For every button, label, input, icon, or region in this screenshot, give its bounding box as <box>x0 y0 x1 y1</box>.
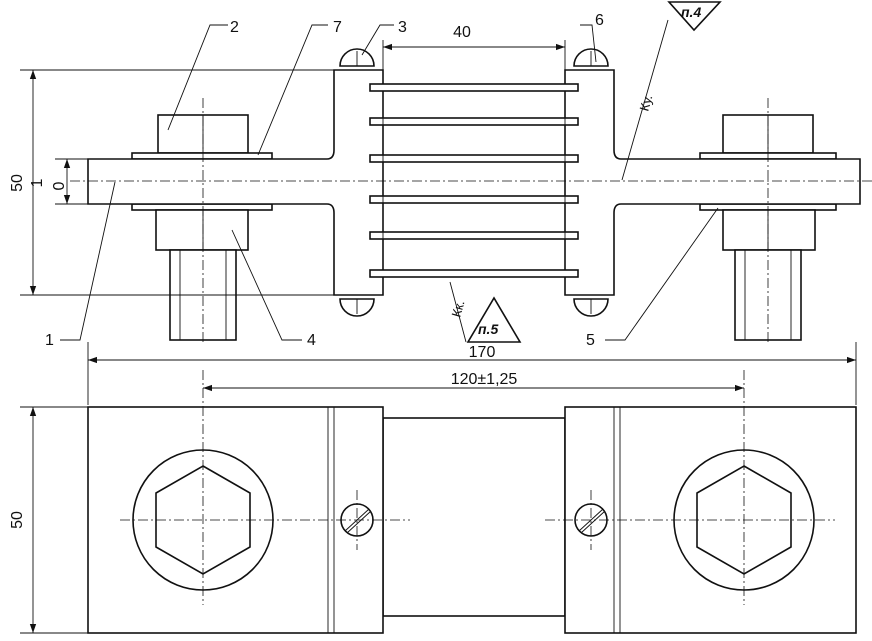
note-p4-triangle <box>667 1 722 32</box>
dim-small-0: 0 <box>51 181 68 190</box>
right-nut <box>722 209 816 251</box>
note-ku: Ку. <box>636 93 655 113</box>
callout-5: 5 <box>586 332 595 349</box>
callout-3: 3 <box>398 19 407 36</box>
callout-1: 1 <box>45 332 54 349</box>
left-washer-bottom <box>131 203 273 211</box>
left-terminal <box>87 69 384 296</box>
dim-120: 120±1,25 <box>451 371 518 388</box>
left-nut <box>155 209 249 251</box>
right-terminal <box>564 69 861 296</box>
note-p5-triangle <box>466 296 522 343</box>
callout-2: 2 <box>230 19 239 36</box>
left-washer-top <box>131 152 273 160</box>
plate-pack-plan <box>382 417 566 617</box>
shunt-plates <box>369 83 579 278</box>
bottom-view: 50 <box>9 370 857 634</box>
dim-small-1: 1 <box>29 178 46 187</box>
dim-50-bottom: 50 <box>9 511 26 529</box>
note-p4: п.4 <box>681 4 701 20</box>
length-dimensions: 170 120±1,25 <box>87 342 857 405</box>
note-p5: п.5 <box>478 321 498 337</box>
callout-7: 7 <box>333 19 342 36</box>
top-view: 40 50 1 0 2 7 3 6 1 4 5 п.4 <box>9 1 872 349</box>
callout-4: 4 <box>307 332 316 349</box>
dim-170: 170 <box>469 344 496 361</box>
dim-50-top: 50 <box>9 174 26 192</box>
note-kk: Кк. <box>448 298 467 318</box>
dim-40: 40 <box>453 24 471 41</box>
callout-6: 6 <box>595 12 604 29</box>
